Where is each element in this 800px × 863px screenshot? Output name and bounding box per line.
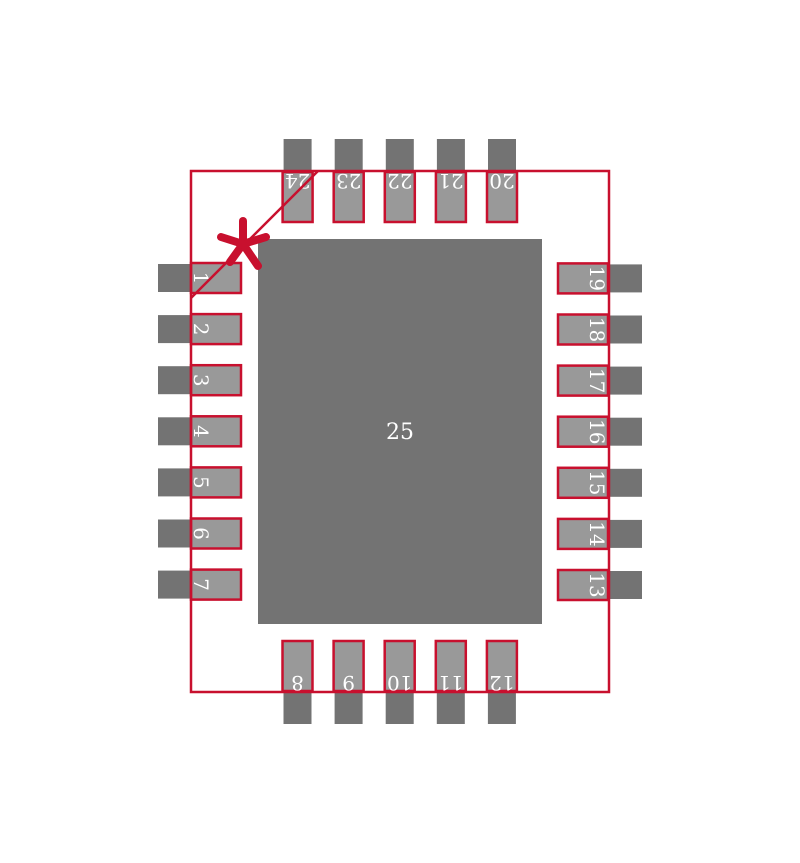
exposed-pad-label: 25 — [386, 420, 414, 445]
pin-pad — [556, 568, 610, 602]
pin1-chamfer-line — [190, 170, 319, 299]
pin-pad — [556, 466, 610, 500]
pin-pad — [332, 639, 365, 693]
pin-label: 9 — [342, 671, 355, 695]
asterisk-icon — [217, 217, 270, 270]
pin-pad — [556, 517, 610, 551]
pin-label: 8 — [291, 671, 304, 695]
pin-label: 22 — [387, 169, 412, 193]
exposed-pad — [258, 239, 542, 624]
pin-pad — [189, 568, 243, 601]
pin-label: 13 — [585, 572, 609, 597]
pin-label: 14 — [585, 521, 609, 546]
pin-pad — [383, 170, 417, 224]
pin-label: 24 — [285, 169, 310, 193]
pin-label: 19 — [585, 266, 609, 291]
pin-pad — [434, 639, 468, 693]
package-outline — [189, 169, 611, 694]
pin-label: 17 — [585, 368, 609, 393]
pin-pad — [281, 170, 314, 224]
pin-label: 20 — [489, 169, 514, 193]
pin-pad — [556, 364, 610, 397]
pin-pad — [281, 639, 314, 693]
pin-label: 7 — [189, 578, 213, 591]
pin-label: 2 — [189, 323, 213, 336]
pin-label: 4 — [189, 425, 213, 438]
pin-label: 21 — [438, 169, 463, 193]
pin-label: 18 — [585, 317, 609, 342]
pin-label: 23 — [336, 169, 361, 193]
pin-label: 6 — [189, 527, 213, 540]
pin-pad — [556, 313, 610, 346]
pin-pad — [189, 363, 243, 397]
pin-label: 16 — [585, 419, 609, 444]
pin-label: 3 — [189, 374, 213, 387]
pin-pad — [485, 639, 519, 693]
pin-label: 5 — [189, 476, 213, 489]
pin-label: 15 — [585, 470, 609, 495]
